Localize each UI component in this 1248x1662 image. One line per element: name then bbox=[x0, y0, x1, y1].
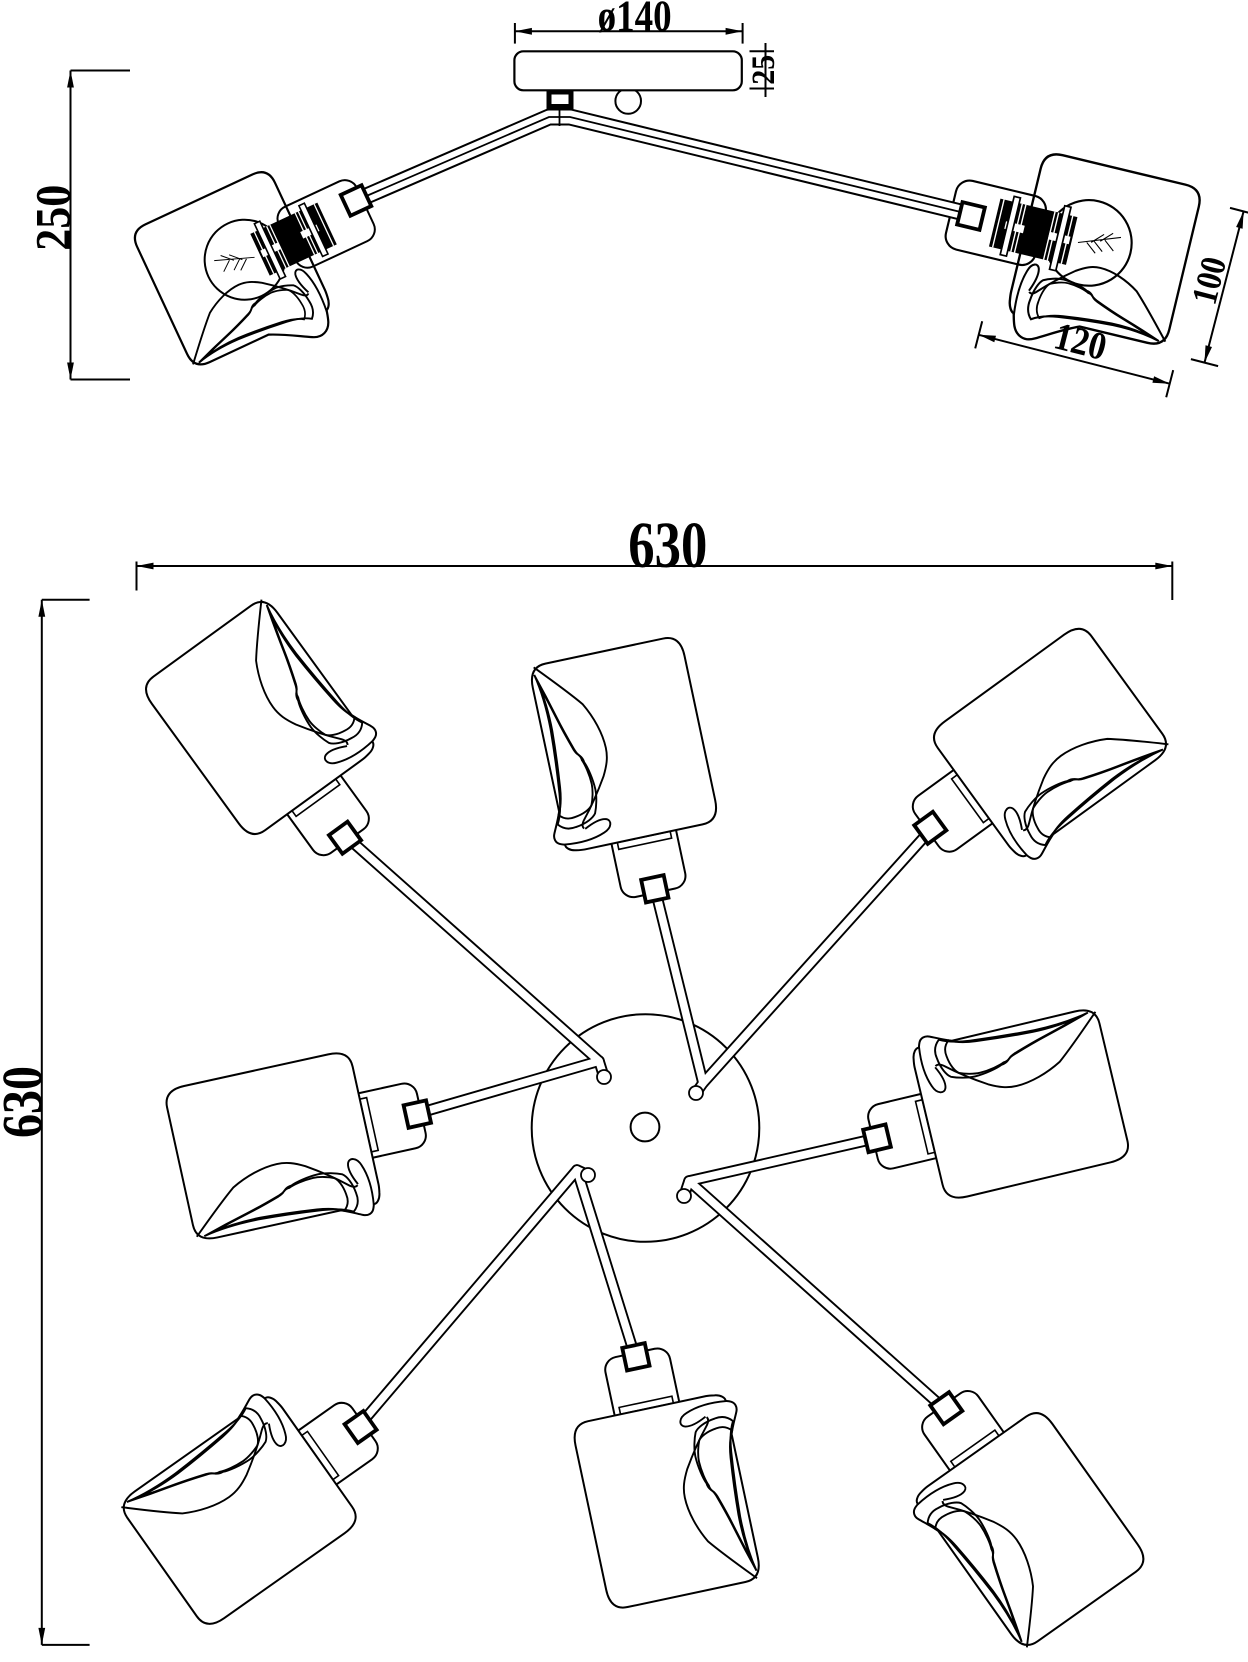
svg-text:250: 250 bbox=[25, 185, 81, 251]
svg-text:630: 630 bbox=[628, 509, 707, 582]
svg-text:25: 25 bbox=[746, 55, 782, 85]
svg-text:ø140: ø140 bbox=[598, 0, 672, 41]
svg-text:630: 630 bbox=[0, 1066, 55, 1138]
